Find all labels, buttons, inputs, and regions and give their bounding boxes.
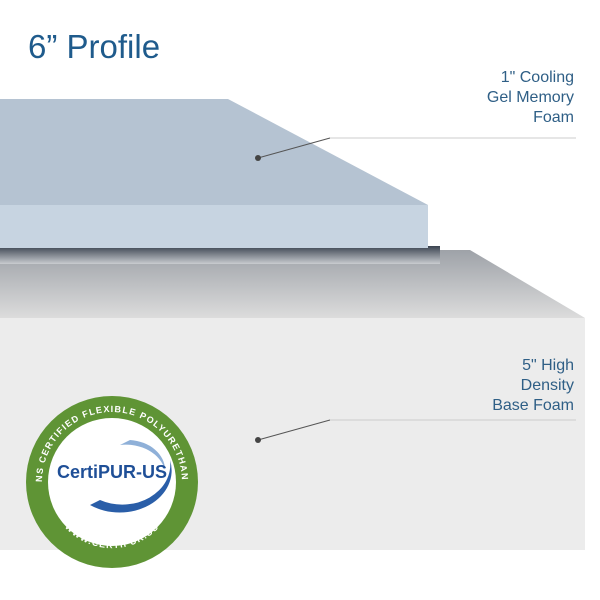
label-gel-memory-foam: 1" Cooling Gel Memory Foam <box>487 68 574 128</box>
callout-bottom <box>255 419 576 443</box>
seal-brand: CertiPUR-US <box>57 462 167 482</box>
label-base-foam: 5" High Density Base Foam <box>492 356 574 416</box>
page-title: 6” Profile <box>28 28 161 65</box>
label-line: Base Foam <box>492 397 574 414</box>
callout-dot <box>255 437 261 443</box>
label-line: Gel Memory <box>486 89 574 106</box>
callout-top <box>255 137 576 161</box>
layer-shadow <box>0 246 440 264</box>
label-line: 5" High <box>522 357 574 374</box>
gel-memory-foam-layer <box>0 99 428 248</box>
callout-dot <box>255 155 261 161</box>
label-line: Foam <box>533 109 574 126</box>
label-line: 1" Cooling <box>500 69 574 86</box>
label-line: Density <box>520 377 574 394</box>
swoosh-icon <box>90 460 172 513</box>
